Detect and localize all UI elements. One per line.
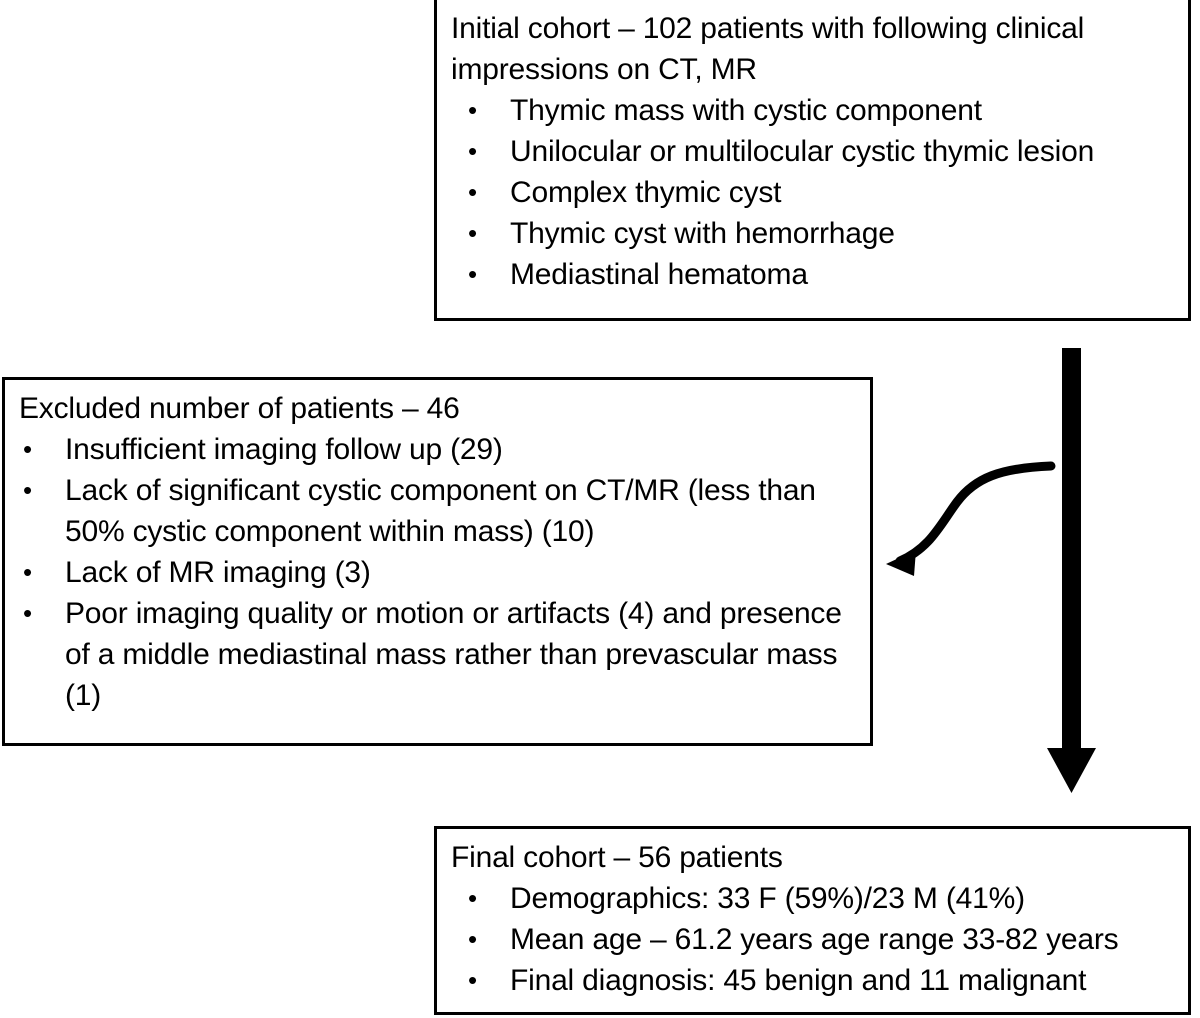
final-cohort-content: Final cohort – 56 patients Demographics:… [437, 829, 1188, 1005]
final-cohort-box: Final cohort – 56 patients Demographics:… [434, 826, 1191, 1015]
excluded-patients-heading: Excluded number of patients – 46 [19, 392, 460, 425]
excluded-patients-content: Excluded number of patients – 46 Insuffi… [5, 380, 870, 722]
curved-left-arrow-icon [886, 461, 1056, 576]
list-item: Lack of MR imaging (3) [19, 552, 862, 593]
list-item: Demographics: 33 F (59%)/23 M (41%) [451, 878, 1180, 919]
initial-cohort-bullet-list: Thymic mass with cystic component Uniloc… [451, 90, 1180, 295]
list-item: Lack of significant cystic component on … [19, 470, 862, 552]
list-item: Thymic mass with cystic component [451, 90, 1180, 131]
final-cohort-heading: Final cohort – 56 patients [451, 841, 783, 874]
excluded-bullet-list: Insufficient imaging follow up (29) Lack… [19, 429, 862, 716]
initial-cohort-content: Initial cohort – 102 patients with follo… [437, 0, 1188, 301]
list-item: Poor imaging quality or motion or artifa… [19, 593, 862, 716]
list-item: Mean age – 61.2 years age range 33-82 ye… [451, 919, 1180, 960]
list-item: Thymic cyst with hemorrhage [451, 213, 1180, 254]
list-item: Mediastinal hematoma [451, 254, 1180, 295]
list-item: Unilocular or multilocular cystic thymic… [451, 131, 1180, 172]
excluded-patients-box: Excluded number of patients – 46 Insuffi… [2, 377, 873, 746]
initial-cohort-heading: Initial cohort – 102 patients with follo… [451, 12, 1093, 86]
initial-cohort-box: Initial cohort – 102 patients with follo… [434, 0, 1191, 321]
down-arrow-icon [1047, 348, 1096, 793]
list-item: Complex thymic cyst [451, 172, 1180, 213]
list-item: Insufficient imaging follow up (29) [19, 429, 862, 470]
final-cohort-bullet-list: Demographics: 33 F (59%)/23 M (41%) Mean… [451, 878, 1180, 1001]
list-item: Final diagnosis: 45 benign and 11 malign… [451, 960, 1180, 1001]
